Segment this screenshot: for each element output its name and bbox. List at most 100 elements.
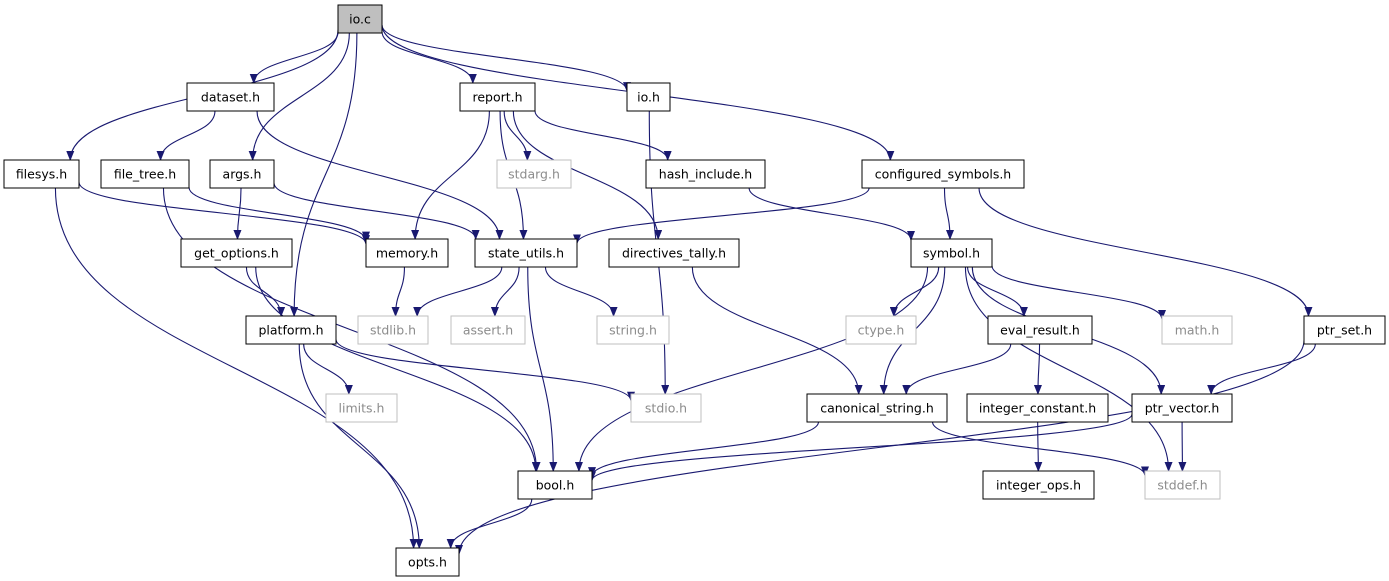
node-label: platform.h	[258, 323, 323, 338]
edge-args_h-to-get_options_h	[233, 187, 242, 240]
edge-report_h-to-directives_tally_h	[512, 110, 663, 240]
node-string_h: string.h	[596, 315, 670, 345]
node-label: eval_result.h	[1000, 323, 1080, 338]
node-filesys_h[interactable]: filesys.h	[3, 159, 80, 189]
node-hash_include_h[interactable]: hash_include.h	[645, 159, 766, 189]
node-eval_result_h[interactable]: eval_result.h	[987, 315, 1093, 345]
node-stdlib_h: stdlib.h	[357, 315, 429, 345]
node-label: ptr_vector.h	[1145, 401, 1220, 416]
edge-io_c-to-platform_h	[290, 32, 358, 317]
node-label: file_tree.h	[114, 167, 176, 182]
edge-integer_constant_h-to-integer_ops_h	[1034, 421, 1043, 472]
node-box	[626, 82, 671, 112]
node-args_h[interactable]: args.h	[209, 159, 275, 189]
edge-configured_symbols_h-to-state_utils_h	[573, 187, 870, 245]
edge-get_options_h-to-platform_h	[245, 266, 286, 317]
node-memory_h[interactable]: memory.h	[365, 238, 449, 268]
node-box	[1303, 315, 1386, 345]
node-box	[357, 315, 429, 345]
node-label: stdlib.h	[370, 323, 416, 338]
node-symbol_h[interactable]: symbol.h	[910, 238, 993, 268]
node-ptr_set_h[interactable]: ptr_set.h	[1303, 315, 1386, 345]
node-math_h: math.h	[1161, 315, 1233, 345]
edge-configured_symbols_h-to-symbol_h	[943, 187, 954, 240]
edge-get_options_h-to-bool_h	[255, 266, 540, 472]
edge-canonical_string_h-to-bool_h	[588, 421, 820, 478]
node-box	[806, 393, 948, 423]
node-box	[337, 4, 383, 34]
node-state_utils_h[interactable]: state_utils.h	[474, 238, 578, 268]
node-label: bool.h	[536, 478, 575, 493]
node-label: io.h	[637, 90, 660, 105]
edge-dataset_h-to-state_utils_h	[256, 110, 504, 240]
edge-state_utils_h-to-stdlib_h	[413, 266, 503, 317]
node-integer_ops_h[interactable]: integer_ops.h	[982, 470, 1095, 500]
node-box	[910, 238, 993, 268]
node-file_tree_h[interactable]: file_tree.h	[100, 159, 190, 189]
node-box	[630, 393, 702, 423]
node-box	[966, 393, 1109, 423]
node-stdarg_h: stdarg.h	[496, 159, 572, 189]
node-label: limits.h	[339, 401, 385, 416]
node-label: io.c	[349, 12, 371, 27]
node-label: math.h	[1175, 323, 1220, 338]
edge-directives_tally_h-to-canonical_string_h	[691, 266, 863, 395]
edge-ptr_set_h-to-opts_h	[455, 340, 1305, 556]
edge-filesys_h-to-opts_h	[54, 187, 418, 549]
edge-platform_h-to-limits_h	[303, 343, 353, 395]
node-get_options_h[interactable]: get_options.h	[180, 238, 293, 268]
node-box	[517, 470, 593, 500]
node-integer_constant_h[interactable]: integer_constant.h	[966, 393, 1109, 423]
node-label: dataset.h	[201, 90, 260, 105]
node-label: get_options.h	[194, 246, 279, 261]
node-box	[982, 470, 1095, 500]
node-canonical_string_h[interactable]: canonical_string.h	[806, 393, 948, 423]
edge-eval_result_h-to-canonical_string_h	[902, 343, 1012, 395]
node-label: configured_symbols.h	[875, 167, 1011, 182]
node-box	[180, 238, 293, 268]
edge-memory_h-to-stdlib_h	[391, 266, 406, 317]
node-label: state_utils.h	[488, 246, 564, 261]
nodes-layer: io.c dataset.h report.h io.h filesys.h file_t…	[3, 4, 1386, 577]
node-directives_tally_h[interactable]: directives_tally.h	[608, 238, 740, 268]
node-dataset_h[interactable]: dataset.h	[186, 82, 275, 112]
edge-symbol_h-to-stddef_h	[964, 266, 1173, 472]
edge-filesys_h-to-memory_h	[78, 181, 370, 246]
edge-symbol_h-to-bool_h	[574, 266, 929, 472]
node-box	[596, 315, 670, 345]
edge-hash_include_h-to-symbol_h	[748, 187, 915, 241]
node-configured_symbols_h[interactable]: configured_symbols.h	[861, 159, 1025, 189]
node-opts_h[interactable]: opts.h	[395, 547, 460, 577]
edge-dataset_h-to-file_tree_h	[156, 110, 216, 161]
edge-io_c-to-report_h	[381, 31, 477, 84]
node-io_h[interactable]: io.h	[626, 82, 671, 112]
node-stddef_h: stddef.h	[1144, 470, 1221, 500]
node-label: memory.h	[376, 246, 438, 261]
edge-bool_h-to-opts_h	[446, 498, 533, 549]
node-stdio_h: stdio.h	[630, 393, 702, 423]
node-box	[365, 238, 449, 268]
edge-platform_h-to-stdio_h	[335, 339, 635, 402]
node-label: stdio.h	[645, 401, 687, 416]
edge-report_h-to-memory_h	[411, 110, 490, 240]
node-bool_h[interactable]: bool.h	[517, 470, 593, 500]
node-label: stdarg.h	[508, 167, 560, 182]
node-label: args.h	[223, 167, 262, 182]
edge-symbol_h-to-ctype_h	[889, 266, 940, 317]
node-ctype_h: ctype.h	[845, 315, 917, 345]
node-ptr_vector_h[interactable]: ptr_vector.h	[1131, 393, 1233, 423]
node-box	[861, 159, 1025, 189]
node-box	[209, 159, 275, 189]
edge-ptr_vector_h-to-bool_h	[588, 413, 1133, 482]
node-box	[608, 238, 740, 268]
edge-symbol_h-to-eval_result_h	[967, 266, 1028, 317]
edge-state_utils_h-to-string_h	[544, 266, 618, 317]
node-io_c[interactable]: io.c	[337, 4, 383, 34]
node-report_h[interactable]: report.h	[459, 82, 536, 112]
edge-canonical_string_h-to-stddef_h	[931, 421, 1149, 477]
node-platform_h[interactable]: platform.h	[245, 315, 337, 345]
node-assert_h: assert.h	[450, 315, 526, 345]
node-box	[3, 159, 80, 189]
node-box	[1131, 393, 1233, 423]
